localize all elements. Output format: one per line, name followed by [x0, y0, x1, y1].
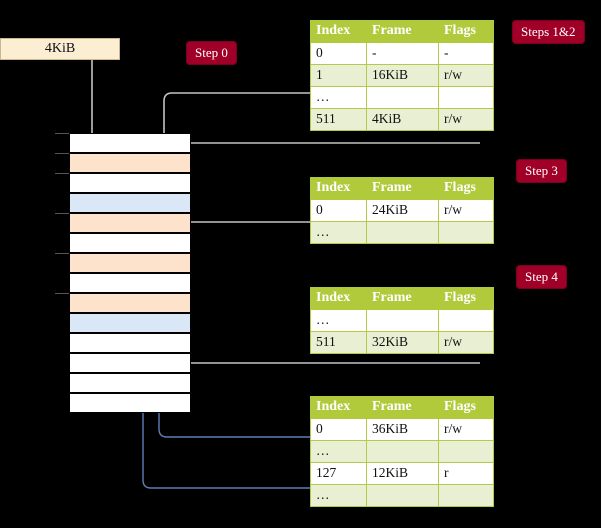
table-cell-flags: r — [438, 462, 494, 485]
column-header-frame: Frame — [366, 177, 439, 200]
table-cell-frame: 12KiB — [366, 462, 439, 485]
table-row: 0-- — [310, 42, 494, 65]
badge-step-4: Step 4 — [516, 265, 567, 289]
memory-frame-cell — [69, 133, 191, 153]
table-cell-flags: r/w — [438, 199, 494, 222]
table-row: … — [310, 221, 494, 244]
column-header-flags: Flags — [438, 287, 494, 310]
table-cell-index: 511 — [310, 331, 367, 354]
memory-boundary-tick — [55, 133, 69, 134]
table-row: … — [310, 440, 494, 463]
memory-boundary-tick — [55, 253, 69, 254]
memory-frame-cell — [69, 293, 191, 313]
memory-frame-cell — [69, 393, 191, 413]
column-header-flags: Flags — [438, 20, 494, 43]
table-cell-frame: - — [366, 42, 439, 65]
table-row: … — [310, 484, 494, 507]
table-cell-flags: r/w — [438, 108, 494, 131]
column-header-frame: Frame — [366, 287, 439, 310]
memory-frame-cell — [69, 233, 191, 253]
table-cell-flags: - — [438, 42, 494, 65]
table-cell-frame: 24KiB — [366, 199, 439, 222]
table-cell-frame: 4KiB — [366, 108, 439, 131]
table-cell-index: … — [310, 309, 367, 332]
table-row: … — [310, 86, 494, 109]
memory-frame-cell — [69, 313, 191, 333]
table-cell-frame: 32KiB — [366, 331, 439, 354]
table-cell-flags — [438, 221, 494, 244]
link-steps12-table1-511-to-memory — [182, 142, 480, 159]
table-cell-index: 0 — [310, 42, 367, 65]
physical-memory-column — [55, 133, 191, 414]
table-cell-flags — [438, 86, 494, 109]
table-cell-frame: 16KiB — [366, 64, 439, 87]
source-frame-box: 4KiB — [0, 38, 120, 60]
memory-boundary-tick — [55, 173, 69, 174]
memory-boundary-tick — [55, 293, 69, 294]
column-header-flags: Flags — [438, 177, 494, 200]
memory-frame-cell — [69, 253, 191, 273]
table-cell-flags: r/w — [438, 64, 494, 87]
table-cell-frame — [366, 440, 439, 463]
table-row: … — [310, 309, 494, 332]
table-cell-frame — [366, 484, 439, 507]
table-cell-index: … — [310, 221, 367, 244]
table-cell-flags — [438, 440, 494, 463]
table-cell-flags: r/w — [438, 331, 494, 354]
memory-frame-cell — [69, 373, 191, 393]
column-header-index: Index — [310, 287, 367, 310]
table-cell-index: 0 — [310, 199, 367, 222]
table-cell-index: 1 — [310, 64, 367, 87]
column-header-frame: Frame — [366, 20, 439, 43]
column-header-frame: Frame — [366, 396, 439, 419]
column-header-index: Index — [310, 177, 367, 200]
memory-frame-cell — [69, 153, 191, 173]
table-cell-frame — [366, 86, 439, 109]
table-cell-frame: 36KiB — [366, 418, 439, 441]
table-cell-flags: r/w — [438, 418, 494, 441]
badge-step-3: Step 3 — [516, 159, 567, 183]
memory-boundary-tick — [55, 153, 69, 154]
badge-steps-1-and-2: Steps 1&2 — [512, 20, 585, 44]
column-header-index: Index — [310, 20, 367, 43]
badge-step-0: Step 0 — [186, 41, 237, 65]
memory-frame-cell — [69, 353, 191, 373]
table-cell-index: 0 — [310, 418, 367, 441]
table-cell-frame — [366, 221, 439, 244]
table-cell-flags — [438, 309, 494, 332]
table-cell-index: 511 — [310, 108, 367, 131]
table-cell-flags — [438, 484, 494, 507]
memory-frame-cell — [69, 173, 191, 193]
column-header-flags: Flags — [438, 396, 494, 419]
memory-frame-cell — [69, 273, 191, 293]
column-header-index: Index — [310, 396, 367, 419]
table-cell-frame — [366, 309, 439, 332]
table-cell-index: … — [310, 484, 367, 507]
table-cell-index: … — [310, 86, 367, 109]
table-cell-index: 127 — [310, 462, 367, 485]
memory-frame-cell — [69, 193, 191, 213]
table-cell-index: … — [310, 440, 367, 463]
memory-boundary-tick — [55, 213, 69, 214]
memory-frame-cell — [69, 333, 191, 353]
memory-frame-cell — [69, 213, 191, 233]
